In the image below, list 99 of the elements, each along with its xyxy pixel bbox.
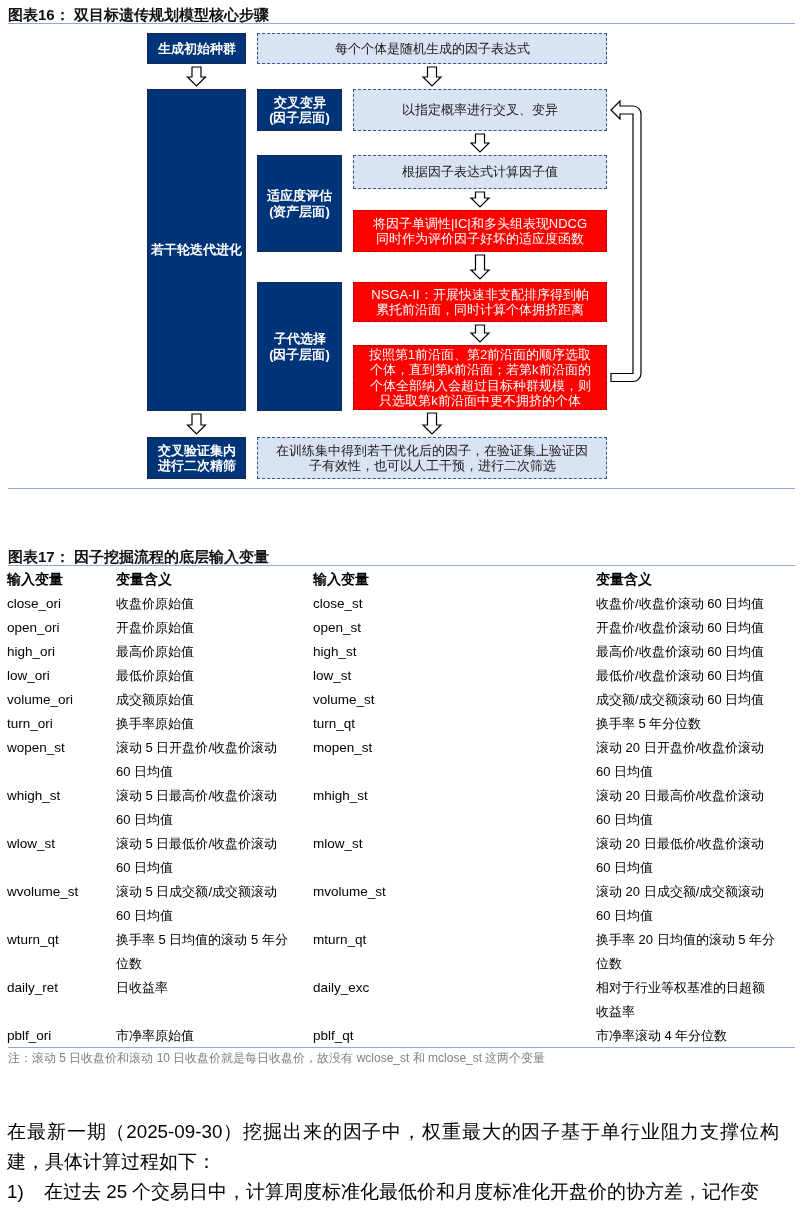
variable-name: wvolume_st: [7, 883, 79, 901]
variable-name: pblf_ori: [7, 1027, 52, 1045]
variable-name: open_st: [313, 619, 362, 637]
table-note: 注：滚动 5 日收盘价和滚动 10 日收盘价就是每日收盘价，故没有 wclose_st 和 mclose_st 这两个变量: [8, 1050, 546, 1066]
step-box: [257, 89, 342, 131]
variable-description: 最高价原始值: [116, 643, 194, 661]
variable-name: low_ori: [7, 667, 50, 685]
step-name: 交叉变异: [273, 94, 326, 110]
variable-description: 最低价原始值: [116, 667, 194, 685]
variable-name: mopen_st: [313, 739, 373, 757]
arrow: [469, 254, 491, 280]
step-description: 以指定概率进行交叉、变异: [402, 102, 558, 118]
variable-name: volume_st: [313, 691, 375, 709]
column-header: 变量含义: [596, 571, 652, 589]
step-description: NSGA-II：开展快速非支配排序得到帕累托前沿面，同时计算个体拥挤距离: [370, 286, 590, 318]
step-name: 适应度评估: [267, 188, 332, 204]
step-box: [147, 89, 246, 411]
body-paragraph: 在最新一期（2025-09-30）挖掘出来的因子中，权重最大的因子基于单行业阻力支撑位构建，具体计算过程如下：: [7, 1120, 779, 1174]
variable-name: high_ori: [7, 643, 56, 661]
arrow: [469, 133, 491, 153]
variable-name: open_ori: [7, 619, 60, 637]
variable-description: 滚动 5 日开盘价/收盘价滚动 60 日均值: [116, 739, 279, 781]
variable-description: 相对于行业等权基准的日超额收益率: [596, 979, 766, 1021]
description-box: [353, 89, 607, 131]
variable-description: 收盘价原始值: [116, 595, 194, 613]
variable-name: daily_exc: [313, 979, 370, 997]
loop-arrow: [610, 100, 642, 383]
step-box: [147, 33, 246, 64]
variable-description: 滚动 5 日最低价/收盘价滚动 60 日均值: [116, 835, 279, 877]
arrow: [186, 66, 207, 87]
step-name: 若干轮迭代进化: [151, 242, 242, 258]
variable-description: 最低价/收盘价滚动 60 日均值: [596, 667, 765, 685]
arrow: [421, 412, 443, 435]
description-box: [257, 437, 607, 479]
column-header: 输入变量: [7, 571, 63, 589]
variable-description: 换手率 5 年分位数: [596, 715, 702, 733]
arrow: [186, 413, 207, 435]
step-description: 每个个体是随机生成的因子表达式: [334, 40, 530, 57]
variable-name: low_st: [313, 667, 352, 685]
variable-description: 开盘价/收盘价滚动 60 日均值: [596, 619, 765, 637]
list-number: 1): [7, 1180, 24, 1204]
variable-name: mturn_qt: [313, 931, 367, 949]
step-description: 根据因子表达式计算因子值: [402, 164, 558, 180]
step-box: [147, 437, 246, 479]
arrow: [469, 324, 491, 343]
variable-description: 最高价/收盘价滚动 60 日均值: [596, 643, 765, 661]
variable-name: wturn_qt: [7, 931, 59, 949]
variable-name: volume_ori: [7, 691, 74, 709]
variable-description: 成交额原始值: [116, 691, 194, 709]
variable-name: close_ori: [7, 595, 62, 613]
variable-description: 滚动 20 日最高价/收盘价滚动 60 日均值: [596, 787, 766, 829]
variable-description: 换手率 20 日均值的滚动 5 年分位数: [596, 931, 777, 973]
variable-name: mvolume_st: [313, 883, 386, 901]
variable-name: whigh_st: [7, 787, 61, 805]
highlight-box: [353, 282, 607, 322]
step-name: 生成初始种群: [157, 40, 236, 57]
variable-description: 开盘价原始值: [116, 619, 194, 637]
variable-description: 市净率滚动 4 年分位数: [596, 1027, 728, 1045]
step-box: [257, 155, 342, 252]
step-description: 将因子单调性|IC|和多头组表现NDCG同时作为评价因子好坏的适应度函数: [372, 215, 588, 247]
step-description: 在训练集中得到若干优化后的因子，在验证集上验证因子有效性，也可以人工干预，进行二次筛选: [275, 442, 589, 474]
level-note: (因子层面): [269, 346, 330, 362]
variable-description: 滚动 20 日最低价/收盘价滚动 60 日均值: [596, 835, 766, 877]
variable-name: high_st: [313, 643, 357, 661]
variable-description: 滚动 20 日成交额/成交额滚动 60 日均值: [596, 883, 766, 925]
variable-name: mlow_st: [313, 835, 363, 853]
variable-name: close_st: [313, 595, 363, 613]
level-note: (资产层面): [269, 203, 330, 219]
figure-title: 图表16： 双目标遗传规划模型核心步骤: [8, 5, 269, 24]
variable-description: 滚动 20 日开盘价/收盘价滚动 60 日均值: [596, 739, 766, 781]
description-box: [257, 33, 607, 64]
column-header: 输入变量: [313, 571, 369, 589]
step-box: [257, 282, 342, 411]
arrow: [469, 191, 491, 208]
description-box: [353, 155, 607, 189]
figure-title: 图表17： 因子挖掘流程的底层输入变量: [8, 547, 269, 566]
variable-description: 滚动 5 日成交额/成交额滚动 60 日均值: [116, 883, 279, 925]
variable-description: 成交额/成交额滚动 60 日均值: [596, 691, 765, 709]
variable-name: turn_qt: [313, 715, 356, 733]
variable-description: 收盘价/收盘价滚动 60 日均值: [596, 595, 765, 613]
level-note: (因子层面): [269, 110, 330, 126]
variable-name: wopen_st: [7, 739, 65, 757]
list-item-text: 在过去 25 个交易日中，计算周度标准化最低价和月度标准化开盘价的协方差，记作变: [44, 1180, 761, 1204]
variable-name: wlow_st: [7, 835, 55, 853]
step-name: 子代选择: [273, 331, 326, 347]
step-name: 交叉验证集内进行二次精筛: [156, 442, 237, 474]
variable-description: 换手率原始值: [116, 715, 194, 733]
highlight-box: [353, 210, 607, 252]
arrow: [421, 66, 443, 87]
step-description: 按照第1前沿面、第2前沿面的顺序选取个体，直到第k前沿面；若第k前沿面的个体全部纳入会超过目标种群规模，则只选取第k前沿面中更不拥挤的个体: [367, 346, 593, 409]
variable-name: daily_ret: [7, 979, 59, 997]
variable-description: 市净率原始值: [116, 1027, 194, 1045]
column-header: 变量含义: [116, 571, 172, 589]
variable-description: 滚动 5 日最高价/收盘价滚动 60 日均值: [116, 787, 279, 829]
variable-name: mhigh_st: [313, 787, 368, 805]
variable-description: 日收益率: [116, 979, 168, 997]
variable-name: turn_ori: [7, 715, 53, 733]
variable-description: 换手率 5 日均值的滚动 5 年分位数: [116, 931, 289, 973]
variable-name: pblf_qt: [313, 1027, 354, 1045]
